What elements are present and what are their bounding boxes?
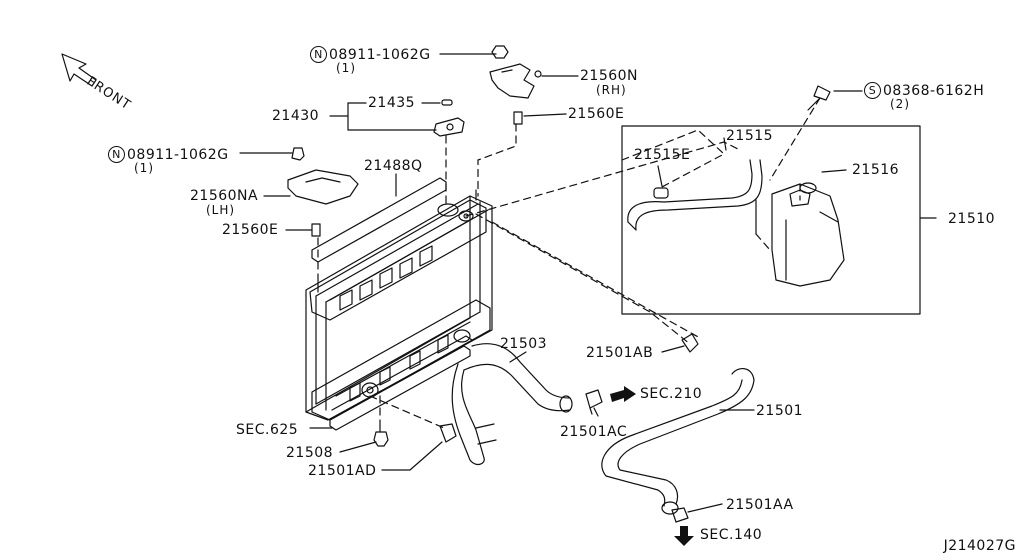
- label-21560na: 21560NA: [190, 188, 259, 204]
- leader-lines: [240, 54, 936, 512]
- label-21501ad: 21501AD: [308, 463, 377, 479]
- label-21508: 21508: [286, 445, 334, 461]
- label-21435: 21435: [368, 95, 416, 111]
- label-21501ab: 21501AB: [586, 345, 654, 361]
- label-21430: 21430: [272, 108, 320, 124]
- label-21560e-right: 21560E: [568, 106, 625, 122]
- label-21515: 21515: [726, 128, 774, 144]
- seal-lower: [330, 336, 472, 430]
- drain-plug: [374, 422, 388, 446]
- label-21515e: 21515E: [634, 147, 691, 163]
- label-21501ac: 21501AC: [560, 424, 628, 440]
- sec-arrows: [610, 386, 694, 546]
- bracket-lh: [288, 148, 358, 236]
- label-bolt-n-left-qty: (1): [134, 161, 154, 175]
- reservoir-hose: [628, 160, 762, 234]
- clamp-21501ac: [586, 390, 602, 414]
- bracket-rh: [490, 46, 541, 124]
- upper-hose: [602, 369, 754, 514]
- n-prefix-icon: N: [310, 46, 327, 63]
- reservoir-tank: [772, 86, 844, 286]
- clamp-21501ab: [682, 334, 698, 352]
- label-21560n: 21560N: [580, 68, 639, 84]
- clamp-21501aa: [672, 508, 688, 522]
- label-sec625: SEC.625: [236, 422, 299, 438]
- label-21560na-side: (LH): [206, 203, 236, 217]
- label-21501aa: 21501AA: [726, 497, 794, 513]
- label-21516: 21516: [852, 162, 900, 178]
- diagram-code: J214027G: [943, 538, 1016, 554]
- label-sec210: SEC.210: [640, 386, 703, 402]
- label-sec140: SEC.140: [700, 527, 763, 543]
- label-21501: 21501: [756, 403, 804, 419]
- mount-rubber: [434, 100, 464, 136]
- front-arrow-icon: [62, 54, 96, 86]
- s-prefix-icon: S: [864, 82, 881, 99]
- connection-lines: [318, 98, 820, 428]
- radiator-core: [306, 190, 492, 420]
- label-bolt-s-qty: (2): [890, 97, 910, 111]
- label-21510: 21510: [948, 211, 996, 227]
- lower-hose: [452, 344, 572, 465]
- reservoir-frame: [622, 126, 920, 314]
- label-21503: 21503: [500, 336, 548, 352]
- label-bolt-n-top-qty: (1): [336, 61, 356, 75]
- label-21560e-left: 21560E: [222, 222, 279, 238]
- label-21488q: 21488Q: [364, 158, 423, 174]
- label-21560n-side: (RH): [596, 83, 627, 97]
- n-prefix-icon: N: [108, 146, 125, 163]
- clamp-21501ad: [440, 424, 456, 442]
